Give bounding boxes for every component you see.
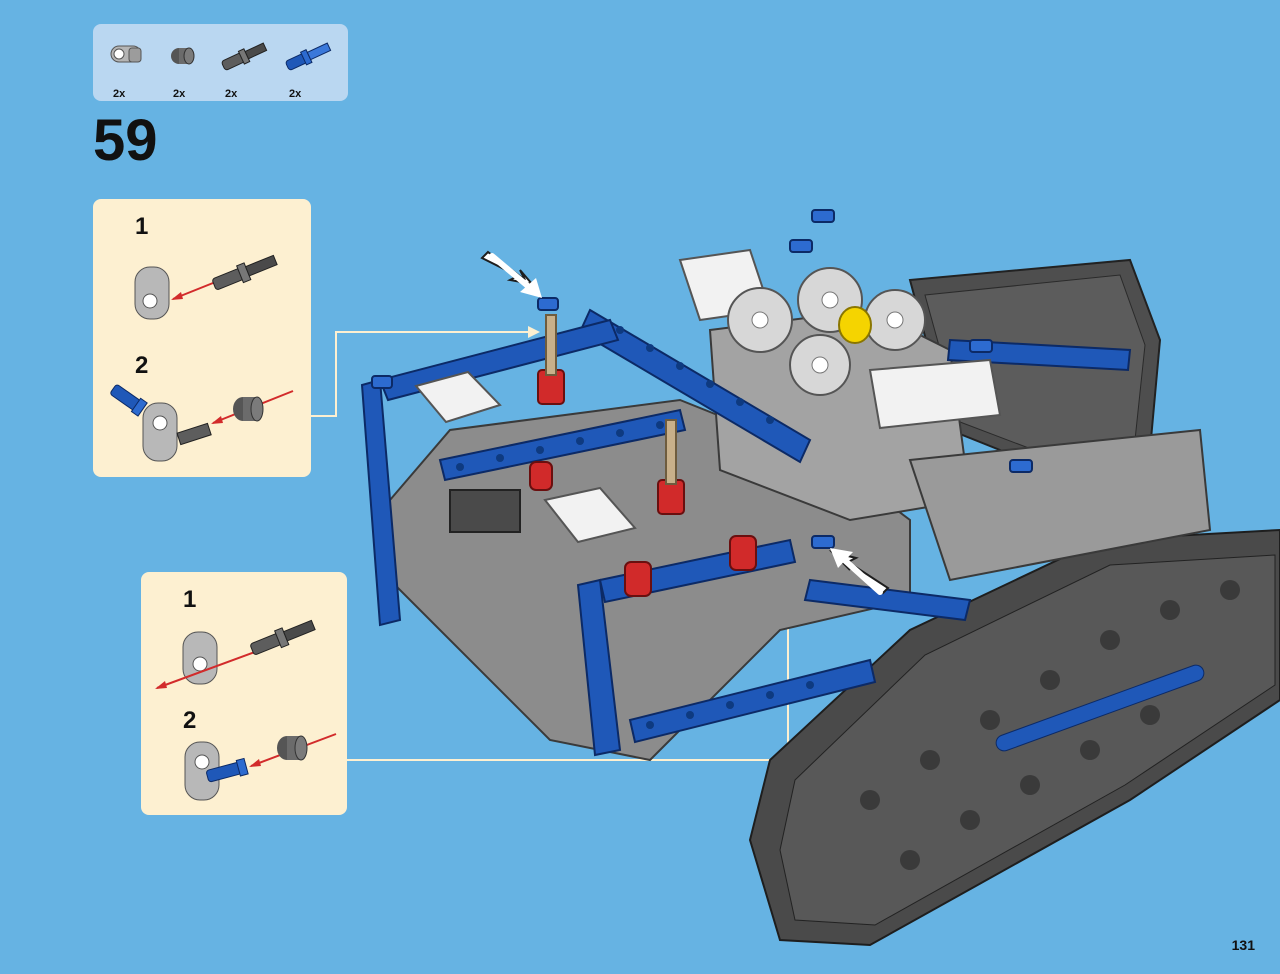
step-number: 59 [93,108,158,173]
blue-pins [371,209,1033,549]
substep-number: 1 [135,213,149,240]
part-axle-pin: 2x [217,32,268,100]
dark-plate [449,489,521,533]
part-qty: 2x [225,88,238,100]
part-bush: 2x [165,32,213,100]
substep-number: 1 [183,586,197,613]
part-qty: 2x [113,88,126,100]
axle-pin-icon [221,42,268,71]
beam-connector-icon [134,266,170,320]
axle-pin-icon [212,254,278,290]
blue-pin-icon [206,757,249,783]
subassembly-callout-top: 1 2 [93,199,311,477]
part-blue-pin: 2x [281,32,332,100]
blue-pin-icon [285,42,332,71]
part-beam-connector: 2x [105,32,153,100]
bush-icon [277,735,308,761]
substep-1-illustration [155,619,316,689]
part-qty: 2x [173,88,186,100]
red-connectors [529,369,757,597]
yellow-gear [838,306,872,344]
bush-icon [171,47,195,65]
blue-pin-icon [110,384,148,417]
white-panels [414,248,1002,544]
part-qty: 2x [289,88,302,100]
bush-icon [233,396,264,422]
front-track [748,528,1280,947]
substep-1-illustration [134,254,278,320]
axle-pin-icon [250,619,316,655]
page-number: 131 [1231,937,1255,953]
tan-axles [545,314,677,485]
substep-2-illustration [184,733,337,801]
substep-number: 2 [183,707,197,734]
substep-2-illustration [110,384,294,462]
model-illustration [360,209,1280,947]
parts-list: 2x 2x 2x 2x [93,24,348,101]
beam-connector-icon [110,45,142,63]
substep-number: 2 [135,352,149,379]
subassembly-callout-bottom: 1 2 [141,572,347,815]
